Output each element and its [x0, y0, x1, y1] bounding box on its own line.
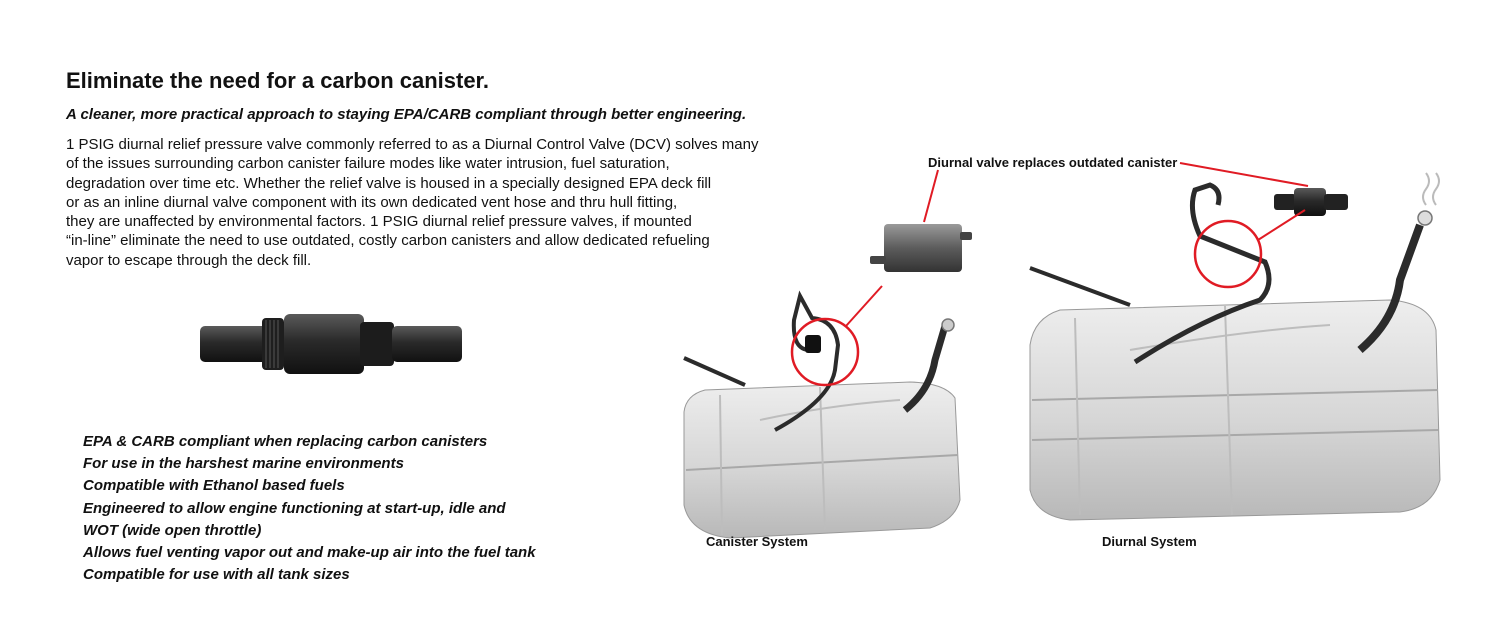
page-subtitle: A cleaner, more practical approach to st… — [66, 106, 747, 123]
feature-list: EPA & CARB compliant when replacing carb… — [83, 431, 536, 586]
body-line: or as an inline diurnal valve component … — [66, 193, 678, 211]
diurnal-valve-image — [200, 314, 462, 374]
feature-item: Allows fuel venting vapor out and make-u… — [83, 544, 536, 562]
canister-system-caption: Canister System — [706, 534, 808, 549]
body-paragraph: 1 PSIG diurnal relief pressure valve com… — [66, 135, 826, 270]
feature-item: Engineered to allow engine functioning a… — [83, 499, 506, 517]
feature-item: For use in the harshest marine environme… — [83, 455, 404, 473]
feature-item: WOT (wide open throttle) — [83, 521, 262, 539]
diagram-callout: Diurnal valve replaces outdated canister — [928, 155, 1178, 170]
feature-item: Compatible for use with all tank sizes — [83, 566, 350, 584]
body-line: vapor to escape through the deck fill. — [66, 251, 312, 269]
feature-item: EPA & CARB compliant when replacing carb… — [83, 433, 488, 450]
body-line: “in-line” eliminate the need to use outd… — [66, 232, 710, 250]
body-line: 1 PSIG diurnal relief pressure valve com… — [66, 136, 759, 153]
page-title: Eliminate the need for a carbon canister… — [66, 68, 490, 93]
diurnal-system-caption: Diurnal System — [1102, 534, 1197, 549]
canister-system-tank — [683, 169, 972, 539]
body-line: they are unaffected by environmental fac… — [66, 213, 692, 231]
body-line: of the issues surrounding carbon caniste… — [66, 155, 670, 173]
feature-item: Compatible with Ethanol based fuels — [83, 477, 345, 495]
body-line: degradation over time etc. Whether the r… — [66, 174, 712, 192]
diurnal-system-tank — [1029, 162, 1441, 521]
